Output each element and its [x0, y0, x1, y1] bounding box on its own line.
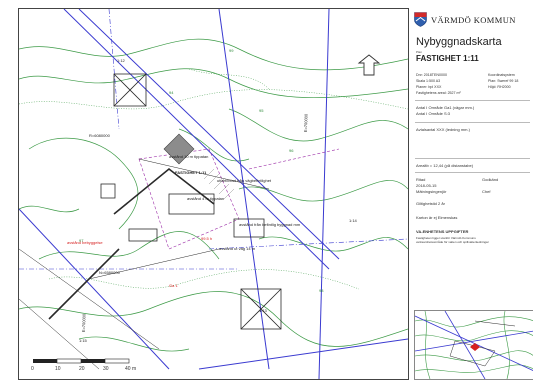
map-label-coordinate: N=6580000	[99, 270, 120, 275]
map-scale-note: Karton är ej Elmenskas	[416, 215, 458, 220]
divider	[415, 172, 530, 173]
map-label-elevation: 97	[79, 238, 84, 243]
info-row-value: Höjd: RH2000	[488, 85, 511, 89]
map-label-red: avstånd bebyggelse	[67, 240, 103, 245]
map-label-elevation: 99	[229, 48, 234, 53]
water-text: Fastigheten ligger utanför Värmdö Kommun…	[416, 236, 476, 240]
map-label-coordinate: E=700000	[302, 113, 309, 133]
info-row: Dnr: 2018TEN0000 Koordinatsystem	[416, 73, 515, 78]
map-label-note: utfart/infart från vägbefintlighet	[217, 178, 272, 183]
info-row-label: Planer: bpl XXX	[416, 85, 442, 89]
map-label-note: avstånd ut väg 14 m	[219, 246, 256, 251]
map-label-note: avstånd 10 m tippatan	[169, 154, 209, 159]
divider	[415, 158, 530, 159]
overview-map-drawing	[415, 311, 533, 379]
map-label-coordinate: E=700000	[80, 313, 87, 333]
scale-bar-tick-label: 0	[31, 366, 34, 372]
map-label-parcel-d: 1:15	[79, 338, 87, 343]
info-row: Fastighetens areal: 2527 m²	[416, 91, 461, 96]
approved-by: Chef	[482, 189, 491, 194]
scale-bar	[33, 358, 130, 364]
drawn-by: Mätningsingenjör	[416, 189, 447, 194]
overview-map[interactable]	[414, 310, 533, 380]
info-row-label: Fastighetens areal: 2527 m²	[416, 91, 461, 95]
map-label-parcel-b: 1:13	[259, 308, 267, 313]
info-row-label: Skala 1:500 A3	[416, 79, 441, 83]
area-text: Antal I Område Ga1 (vägar mm.)	[416, 105, 475, 110]
scale-bar-tick-label: 20	[79, 366, 85, 372]
approved-label: Godkänd	[482, 177, 499, 182]
municipality-name: VÄRMDÖ KOMMUN	[431, 14, 516, 25]
map-drawing	[19, 9, 408, 379]
map-label-elevation: 95	[259, 108, 264, 113]
map-canvas[interactable]: 1:12 1:13 1:14 1:15 94 95 96 97 98 99 R=…	[18, 8, 409, 380]
north-arrow-icon	[357, 54, 381, 76]
drawn-label: Ritad	[416, 177, 426, 182]
info-row-value: Plan: Sweref 99 18	[488, 79, 519, 83]
map-label-parcel-a: 1:12	[117, 58, 125, 63]
municipality-crest-icon	[414, 12, 427, 27]
info-row-label: Dnr: 2018TEN0000	[416, 73, 447, 77]
map-label-red: Ga 1	[169, 283, 178, 288]
map-label-fastighet: FASTIGHET 1:11	[175, 170, 207, 175]
document-title: Nybyggnadskarta	[416, 36, 502, 48]
divider	[415, 122, 530, 123]
area-note: Arealtb = 12,44 (på distanstabe)	[416, 163, 474, 168]
map-label-elevation: 96	[289, 148, 294, 153]
scale-bar-tick-label: 30	[103, 366, 109, 372]
map-label-note: avstånd 4 m tippatan	[187, 196, 225, 201]
info-row: Planer: bpl XXX Höjd: RH2000	[416, 85, 511, 90]
info-row-value: Koordinatsystem	[488, 73, 515, 77]
water-text: verksamhetsområde för vatten och spillva…	[416, 240, 489, 244]
water-title: VA-ENHETENS UPPGIFTER	[416, 229, 469, 234]
agreement-text: Avtalsavtal XXX (ledning mm.)	[416, 127, 470, 132]
map-label-coordinate: R=6080000	[89, 133, 110, 138]
municipality-logo: VÄRMDÖ KOMMUN	[414, 12, 516, 27]
document-subtitle: FASTIGHET 1:11	[416, 54, 479, 63]
drawn-date: 2018-05-15	[416, 183, 437, 188]
divider	[415, 100, 530, 101]
map-label-note: avstånd från befintlig byggnad mm	[239, 222, 301, 227]
map-label-elevation: 94	[169, 90, 174, 95]
validity-text: Giltighetstid 2 år	[416, 201, 445, 206]
document-small-note: Plan	[416, 50, 423, 54]
map-label-red: 99.5 h	[201, 236, 213, 241]
area-text: Antal I Område S:3	[416, 111, 451, 116]
map-label-elevation: 98	[319, 288, 324, 293]
scale-bar-tick-label: 10	[55, 366, 61, 372]
map-label-parcel-c: 1:14	[349, 218, 357, 223]
scale-bar-tick-label: 40 m	[125, 366, 137, 372]
info-row: Skala 1:500 A3 Plan: Sweref 99 18	[416, 79, 518, 84]
